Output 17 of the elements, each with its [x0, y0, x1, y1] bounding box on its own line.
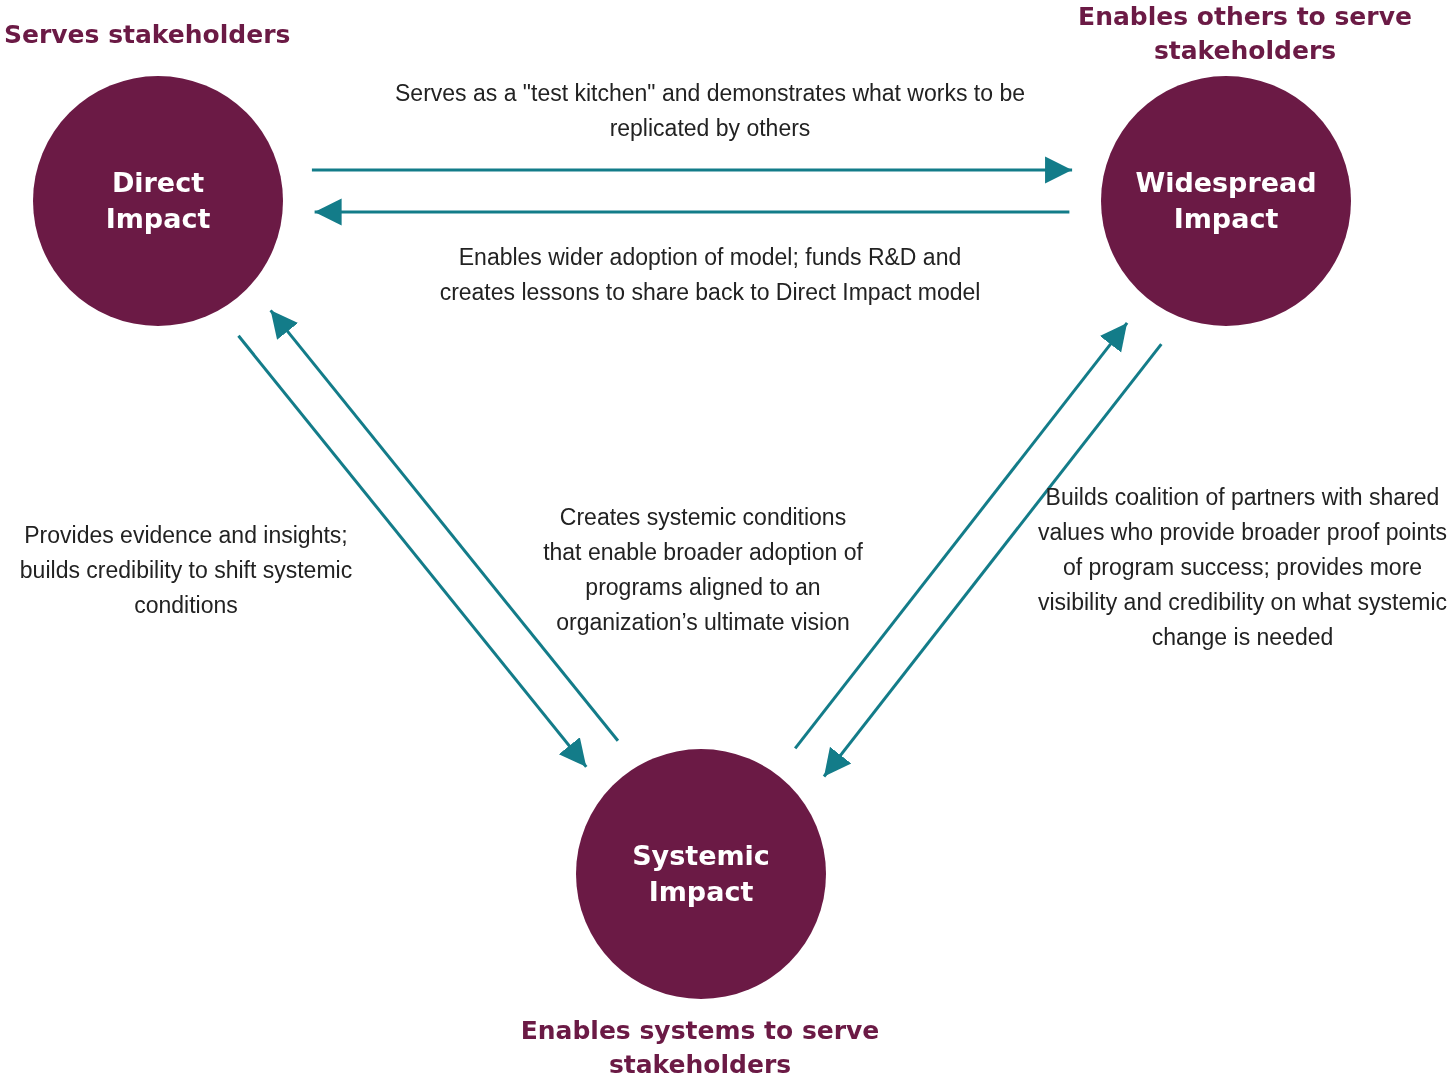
- role-heading: Enables systems to serve stakeholders: [519, 1015, 881, 1081]
- circle-label: Widespread Impact: [1134, 166, 1318, 236]
- arrow: [237, 334, 588, 768]
- role-heading: Serves stakeholders: [4, 19, 292, 51]
- edge-label: Provides evidence and insights; builds credibility to shift systemic conditions: [18, 521, 354, 620]
- circle-label: Systemic Impact: [631, 839, 771, 909]
- role-heading: Enables others to serve stakeholders: [1077, 1, 1413, 67]
- arrow: [794, 322, 1129, 750]
- arrow: [269, 309, 620, 742]
- arrow: [311, 156, 1073, 184]
- arrow: [822, 343, 1163, 778]
- circle-label: Direct Impact: [104, 166, 212, 236]
- edge-label: Builds coalition of partners with shared values who provide broader proof points of program success; provides more visibility and credibility on what systemic change is needed: [1036, 483, 1449, 652]
- edge-label: Serves as a "test kitchen" and demonstrates what works to be replicated by others: [394, 79, 1026, 143]
- edge-label: Enables wider adoption of model; funds R&D and creates lessons to share back to Direct Impact model: [438, 243, 982, 307]
- description-text: Creates systemic conditions that enable broader adoption of programs aligned to an organization’s ultimate vision: [542, 503, 864, 637]
- arrow: [314, 198, 1070, 226]
